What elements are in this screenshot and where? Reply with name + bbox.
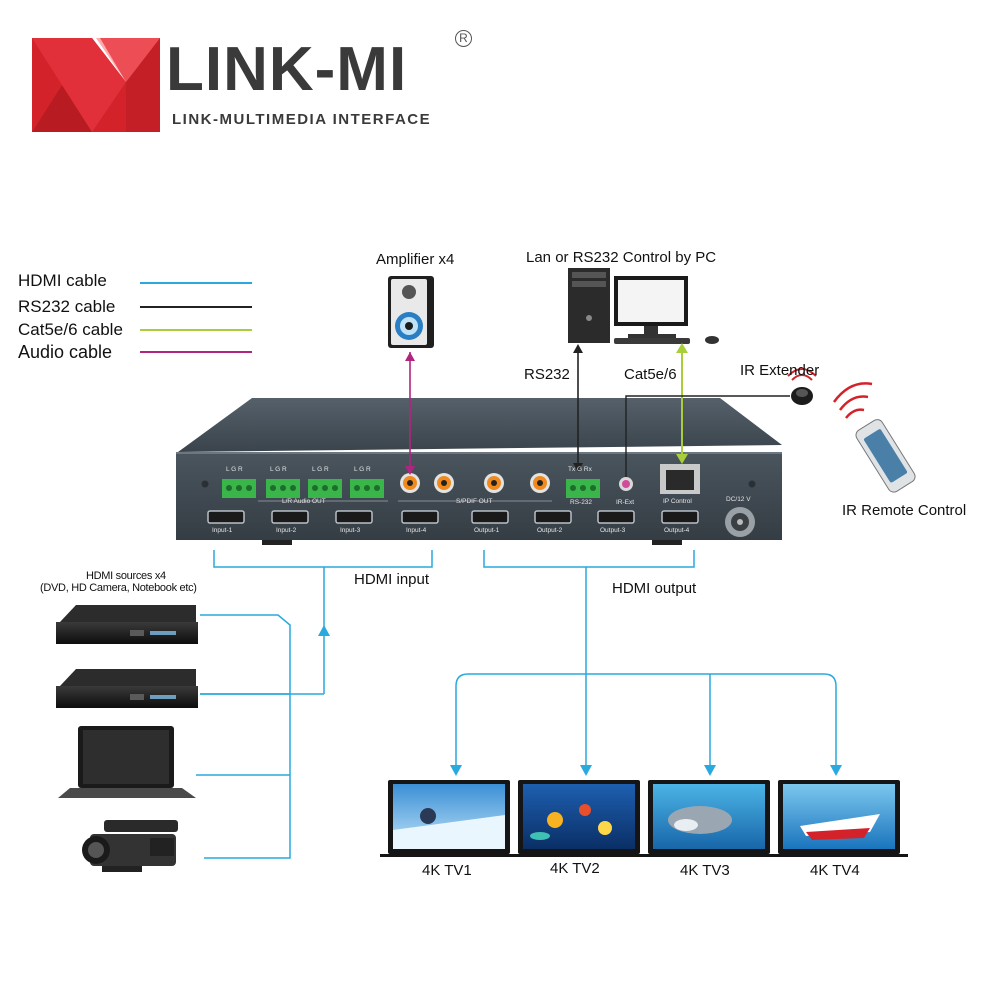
dc-label: DC/12 V [726, 496, 751, 503]
legend-label-hdmi: HDMI cable [18, 271, 107, 290]
hd-camera [82, 820, 178, 872]
port-label-output-1: Output-1 [474, 527, 500, 534]
ir-remote-device [832, 382, 916, 493]
cat5-cable-label: Cat5e/6 [624, 366, 677, 383]
sources-title: HDMI sources x4 [86, 570, 166, 582]
tv-1-label: 4K TV1 [422, 862, 472, 879]
hdmi-arrows [318, 625, 842, 776]
legend-label-audio: Audio cable [18, 342, 113, 362]
top-cables [405, 343, 790, 477]
hdmi-input-label: HDMI input [354, 571, 430, 588]
rs232-cable-label: RS232 [524, 366, 570, 383]
ir-extender-device [787, 368, 817, 405]
legend-label-rs232: RS232 cable [18, 297, 116, 316]
ir-extender-label: IR Extender [740, 362, 820, 379]
ip-control-label: IP Control [663, 498, 692, 505]
tv-1 [380, 780, 518, 857]
port-label-input-3: Input-3 [340, 527, 361, 534]
lgr-label-2: L G R [270, 466, 287, 473]
port-label-output-2: Output-2 [537, 527, 563, 534]
legend-label-cat5: Cat5e/6 cable [18, 320, 123, 339]
matrix-switcher-device [176, 398, 782, 545]
registered-mark: R [455, 30, 472, 47]
dvd-player-2 [56, 669, 198, 708]
amplifier-label: Amplifier x4 [376, 251, 455, 268]
audio-out-label: L/R Audio OUT [282, 498, 326, 505]
tv-4 [770, 780, 908, 857]
port-label-output-4: Output-4 [664, 527, 690, 534]
amplifier-device [388, 276, 434, 348]
txgrx-label: Tx G Rx [568, 466, 592, 473]
port-label-input-4: Input-4 [406, 527, 427, 534]
lgr-label-1: L G R [226, 466, 243, 473]
sources-subtitle: (DVD, HD Camera, Notebook etc) [40, 582, 197, 594]
port-label-output-3: Output-3 [600, 527, 626, 534]
ir-ext-port-label: IR-Ext [616, 499, 635, 506]
lgr-label-4: L G R [354, 466, 371, 473]
pc-computer [568, 268, 719, 344]
spdif-out-label: S/PDIF OUT [456, 498, 493, 505]
brand-logo-mark [32, 38, 160, 132]
notebook-computer [58, 726, 196, 798]
brand-tagline: LINK-MULTIMEDIA INTERFACE [172, 111, 432, 128]
brand-name: LINK-MI [166, 35, 408, 104]
rs232-port-label: RS-232 [570, 499, 593, 506]
lgr-label-3: L G R [312, 466, 329, 473]
ir-remote-label: IR Remote Control [842, 502, 967, 519]
port-label-input-1: Input-1 [212, 527, 233, 534]
tv-4-label: 4K TV4 [810, 862, 860, 879]
dvd-player-1 [56, 605, 198, 644]
tv-2 [510, 780, 648, 857]
legend-lines [140, 282, 252, 353]
hdmi-cabling [196, 550, 837, 859]
port-label-input-2: Input-2 [276, 527, 297, 534]
pc-label: Lan or RS232 Control by PC [526, 249, 717, 266]
tv-3 [640, 780, 778, 857]
tv-3-label: 4K TV3 [680, 862, 730, 879]
hdmi-output-label: HDMI output [612, 580, 697, 597]
tv-2-label: 4K TV2 [550, 860, 600, 877]
